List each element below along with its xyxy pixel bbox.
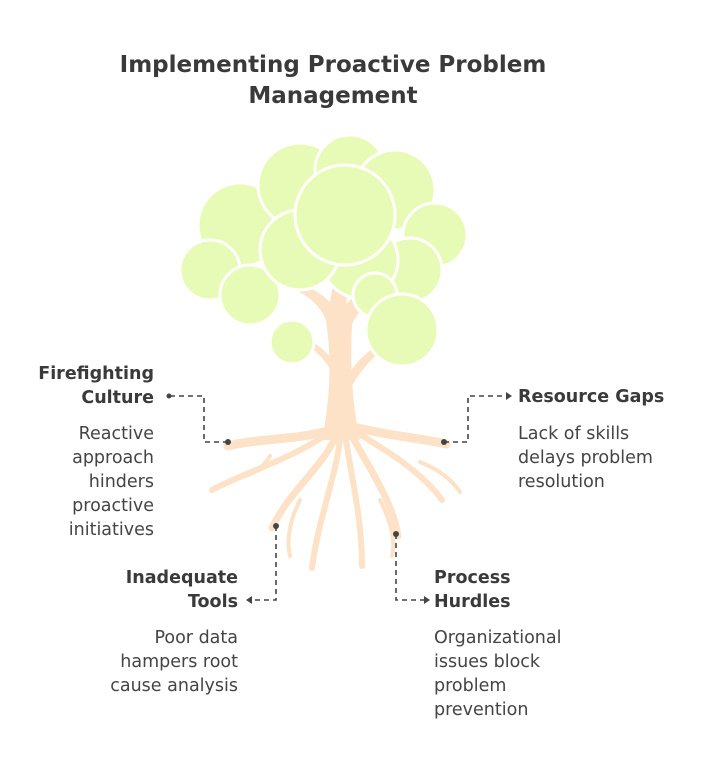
firefighting-desc-line: proactive [72, 496, 154, 516]
resource-gaps-description: Lack of skills delays problem resolution [518, 422, 698, 494]
resource-desc-line: delays problem [518, 448, 653, 468]
inadequate-tools-description: Poor data hampers root cause analysis [60, 626, 238, 698]
connectors [170, 395, 506, 601]
connector-firefighting [170, 395, 228, 443]
process-title-line-1: Process [434, 568, 511, 588]
process-hurdles-title: Process Hurdles [434, 566, 634, 614]
firefighting-culture-title: Firefighting Culture [20, 362, 154, 410]
firefighting-culture-description: Reactive approach hinders proactive init… [20, 422, 154, 542]
connector-resource [444, 395, 506, 443]
tools-title-line-1: Inadequate [125, 568, 238, 588]
tree-roots [209, 423, 462, 571]
title-line-1: Implementing Proactive Problem [119, 52, 547, 78]
process-desc-line: problem [434, 676, 507, 696]
tools-desc-line: hampers root [120, 652, 238, 672]
resource-desc-line: resolution [518, 472, 605, 492]
connector-tools [252, 526, 277, 601]
process-title-line-2: Hurdles [434, 592, 511, 612]
process-desc-line: issues block [434, 652, 541, 672]
connector-process [395, 534, 424, 601]
inadequate-tools-title: Inadequate Tools [60, 566, 238, 614]
firefighting-desc-line: approach [72, 448, 154, 468]
tree-foliage [178, 133, 469, 368]
tools-title-line-2: Tools [187, 592, 238, 612]
firefighting-desc-line: hinders [88, 472, 154, 492]
tools-desc-line: Poor data [154, 628, 238, 648]
connector-ends [166, 392, 512, 604]
firefighting-title-line-1: Firefighting [38, 364, 154, 384]
firefighting-desc-line: Reactive [78, 424, 154, 444]
process-desc-line: prevention [434, 700, 529, 720]
firefighting-desc-line: initiatives [68, 520, 154, 540]
resource-desc-line: Lack of skills [518, 424, 630, 444]
tools-desc-line: cause analysis [110, 676, 238, 696]
title-line-2: Management [248, 83, 418, 109]
resource-gaps-title: Resource Gaps [518, 387, 665, 407]
firefighting-title-line-2: Culture [81, 388, 154, 408]
diagram-title: Implementing Proactive Problem Managemen… [60, 50, 606, 112]
process-hurdles-description: Organizational issues block problem prev… [434, 626, 634, 722]
process-desc-line: Organizational [434, 628, 562, 648]
